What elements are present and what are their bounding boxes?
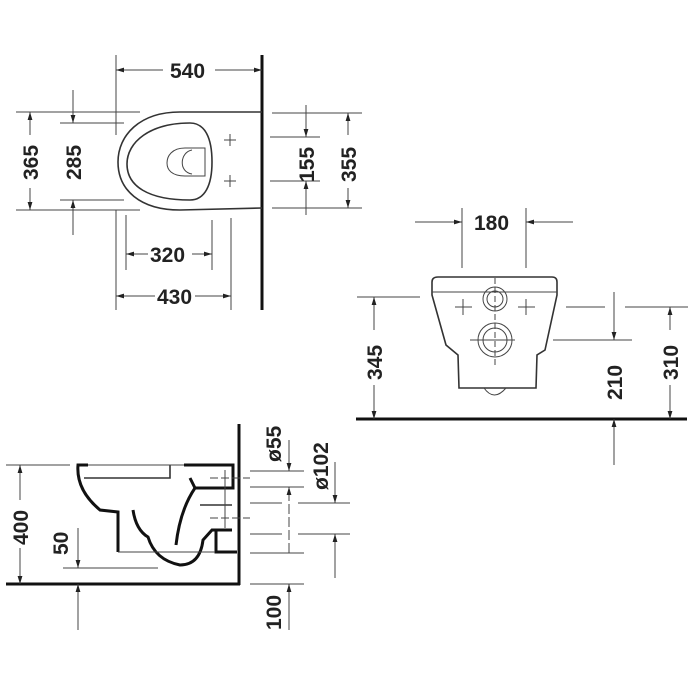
dim-400: 400 bbox=[10, 510, 33, 545]
dim-540: 540 bbox=[170, 60, 205, 83]
inlet-circle bbox=[482, 286, 508, 312]
dim-430: 430 bbox=[157, 286, 192, 309]
dim-285: 285 bbox=[63, 145, 86, 180]
dim-180: 180 bbox=[474, 212, 509, 235]
dim-50: 50 bbox=[50, 532, 73, 555]
inlet-connector bbox=[184, 463, 235, 490]
dim-345: 345 bbox=[364, 345, 387, 380]
dim-365: 365 bbox=[20, 145, 43, 180]
dim-155: 155 bbox=[296, 147, 319, 182]
top-view: 540 365 285 320 430 155 bbox=[16, 55, 362, 310]
bowl-front bbox=[76, 463, 120, 552]
seat-outline bbox=[126, 122, 213, 201]
front-body-outline bbox=[431, 276, 558, 389]
fixing-cross-icon bbox=[224, 134, 236, 187]
front-view: 180 345 210 310 bbox=[356, 208, 688, 465]
flush-opening bbox=[166, 147, 206, 177]
bowl-outline bbox=[117, 111, 263, 211]
dim-210: 210 bbox=[604, 365, 627, 400]
dim-o102: ø102 bbox=[310, 442, 333, 490]
side-view: 400 50 ø55 ø102 100 bbox=[6, 424, 350, 630]
dim-320: 320 bbox=[150, 244, 185, 267]
dim-o55: ø55 bbox=[263, 425, 286, 462]
fixing-cross-icon bbox=[455, 299, 535, 315]
dim-355: 355 bbox=[338, 147, 361, 182]
dim-100: 100 bbox=[263, 595, 286, 630]
dim-310: 310 bbox=[660, 345, 683, 380]
